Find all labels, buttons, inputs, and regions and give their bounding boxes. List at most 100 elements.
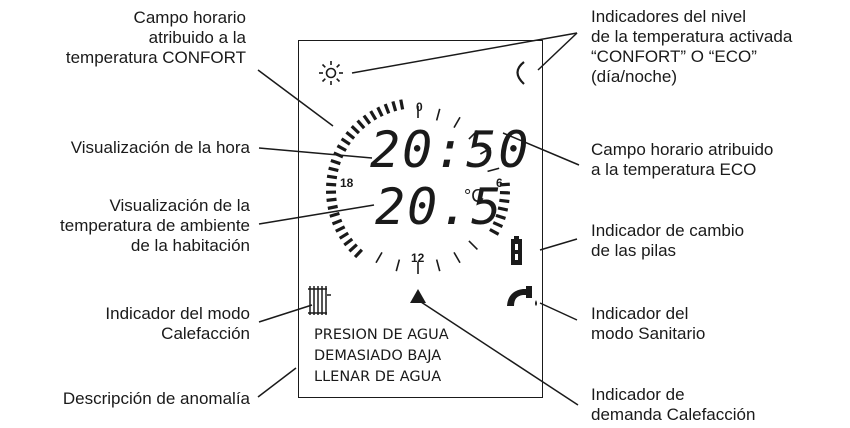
label-line: Campo horario atribuido <box>591 140 774 159</box>
moon-icon <box>516 61 525 85</box>
label-line: de la habitación <box>130 236 250 255</box>
label-line: Indicador del modo <box>105 304 250 323</box>
confort-hour-segment <box>330 158 341 166</box>
label-line: temperatura CONFORT <box>65 48 246 67</box>
eco-hour-tick <box>395 259 401 272</box>
leader-heating-demand <box>417 299 579 406</box>
battery-icon <box>511 236 522 265</box>
leader-lines <box>257 32 580 406</box>
confort-hour-segment <box>353 248 364 259</box>
label-heating-mode: Indicador del modo Calefacción <box>105 304 250 344</box>
confort-hour-segment <box>399 99 405 110</box>
confort-hour-segment <box>345 131 356 140</box>
label-line: a la temperatura ECO <box>591 160 757 179</box>
confort-hour-segment <box>333 151 344 159</box>
eco-hour-tick <box>375 251 383 264</box>
label-line: Descripción de anomalía <box>62 389 250 408</box>
label-eco-field: Campo horario atribuido a la temperatura… <box>591 140 773 180</box>
radiator-icon <box>308 286 331 315</box>
anomaly-line: DEMASIADO BAJA <box>314 348 442 364</box>
heating-demand-triangle-icon <box>410 289 426 303</box>
thermostat-display <box>298 40 543 398</box>
confort-hour-segment <box>340 137 351 146</box>
label-line: atribuido a la <box>148 28 246 47</box>
eco-hour-tick <box>453 116 461 129</box>
time-readout: 20:50 <box>370 121 531 179</box>
dial-number-6: 6 <box>496 176 503 190</box>
eco-hour-tick <box>435 108 441 121</box>
label-anomaly-desc: Descripción de anomalía <box>63 389 250 409</box>
leader-battery <box>539 238 578 251</box>
label-line: temperatura de ambiente <box>60 216 250 235</box>
confort-hour-segment <box>369 110 378 121</box>
label-line: de las pilas <box>591 241 677 260</box>
confort-hour-segment <box>383 103 391 114</box>
eco-hour-tick <box>487 167 500 173</box>
dial-number-0: 0 <box>416 100 423 114</box>
leader-eco-field <box>502 132 580 166</box>
label-line: modo Sanitario <box>591 324 706 343</box>
label-line: Indicadores del nivel <box>591 7 746 26</box>
confort-hour-segment <box>328 166 339 173</box>
sun-icon <box>319 61 343 85</box>
label-line: Campo horario <box>133 8 246 27</box>
anomaly-line: PRESION DE AGUA <box>314 327 449 343</box>
anomaly-line: LLENAR DE AGUA <box>314 369 442 385</box>
eco-hour-tick <box>468 130 478 140</box>
eco-hour-tick <box>479 147 492 155</box>
confort-hour-segment <box>492 221 504 229</box>
dial-number-18: 18 <box>340 176 354 190</box>
leader-level-moon <box>537 32 578 71</box>
eco-hour-tick <box>453 251 461 264</box>
eco-hour-tick <box>468 240 478 250</box>
leader-confort-field <box>257 69 334 127</box>
label-battery-change: Indicador de cambio de las pilas <box>591 221 744 261</box>
label-sanitary-mode: Indicador del modo Sanitario <box>591 304 705 344</box>
confort-hour-segment <box>499 198 510 204</box>
confort-hour-segment <box>362 114 372 125</box>
dial-number-12: 12 <box>411 251 425 265</box>
leader-hour-display <box>258 147 373 159</box>
label-line: Calefacción <box>161 324 250 343</box>
leader-level-sun <box>351 32 578 74</box>
confort-hour-segment <box>338 231 350 240</box>
leader-ambient-temp <box>258 204 375 225</box>
temperature-readout: 20.5 <box>375 178 504 236</box>
confort-hour-segment <box>326 182 337 187</box>
confort-hour-segment <box>343 237 354 247</box>
confort-hour-segment <box>356 119 366 130</box>
label-line: Visualización de la <box>109 196 251 215</box>
label-level-indicators: Indicadores del nivel de la temperatura … <box>591 7 792 87</box>
confort-hour-segment <box>326 197 337 202</box>
confort-hour-segment <box>495 213 506 220</box>
confort-hour-segment <box>335 225 346 233</box>
confort-hour-segment <box>376 106 384 117</box>
label-line: Visualización de la hora <box>70 138 250 157</box>
confort-hour-segment <box>329 211 340 218</box>
dial-ticks <box>325 99 511 274</box>
label-line: Indicador del <box>591 304 689 323</box>
confort-hour-segment <box>327 204 338 210</box>
leader-sanitary <box>539 302 578 321</box>
label-heating-demand: Indicador de demanda Calefacción <box>591 385 755 425</box>
confort-hour-segment <box>336 144 347 152</box>
confort-hour-segment <box>489 228 500 236</box>
label-line: demanda Calefacción <box>591 405 756 424</box>
label-line: de la temperatura activada <box>591 27 793 46</box>
label-line: Indicador de cambio <box>591 221 745 240</box>
confort-hour-segment <box>348 243 358 253</box>
label-line: “CONFORT” O “ECO” <box>591 47 757 66</box>
confort-hour-segment <box>326 174 338 180</box>
leader-anomaly-desc <box>257 367 297 398</box>
label-line: (día/noche) <box>591 67 677 86</box>
confort-hour-segment <box>497 206 509 212</box>
eco-hour-tick <box>435 259 441 272</box>
label-confort-field: Campo horario atribuido a la temperatura… <box>66 8 246 68</box>
faucet-icon <box>507 286 537 306</box>
confort-hour-segment <box>331 218 343 226</box>
anomaly-message: PRESION DE AGUA DEMASIADO BAJA LLENAR DE… <box>314 325 449 388</box>
confort-hour-segment <box>499 182 510 187</box>
label-hour-display: Visualización de la hora <box>71 138 250 158</box>
temperature-unit: °C <box>464 186 485 206</box>
